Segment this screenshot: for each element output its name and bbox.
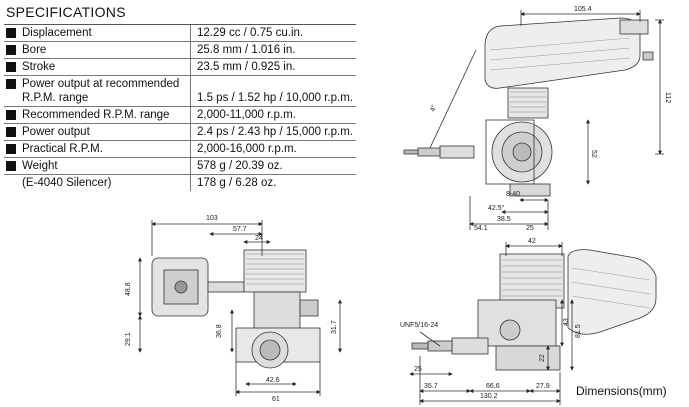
spec-value: 23.5 mm / 0.925 in.	[197, 61, 296, 73]
dim-8-40: 8-40	[506, 191, 520, 198]
spec-row-power-output: Power output 2.4 ps / 2.43 hp / 15,000 r.…	[4, 124, 356, 141]
dim-112: 112	[664, 92, 671, 103]
spec-label: Recommended R.P.M. range	[22, 109, 170, 121]
dim-43: 43	[563, 318, 570, 326]
dim-35-7: 35.7	[424, 383, 438, 390]
dim-42: 42	[528, 238, 536, 245]
bullet-square-icon	[6, 127, 16, 137]
bullet-square-icon	[6, 45, 16, 55]
dim-48-8: 48.8	[125, 282, 132, 296]
spec-label: (E-4040 Silencer)	[22, 177, 112, 189]
bullet-square-icon	[6, 144, 16, 154]
bullet-square-icon	[6, 28, 16, 38]
spec-value: 2,000-11,000 r.p.m.	[197, 109, 296, 121]
spec-label: Weight	[22, 160, 58, 172]
rear-view-drawing	[138, 220, 342, 396]
dim-42-6: 42.6	[266, 377, 280, 384]
dim-105-4: 105.4	[574, 6, 592, 13]
spec-row-practical-rpm: Practical R.P.M. 2,000-16,000 r.p.m.	[4, 141, 356, 158]
spec-value: 12.29 cc / 0.75 cu.in.	[197, 27, 304, 39]
dim-38-5: 38.5	[497, 216, 511, 223]
spec-label: Displacement	[22, 27, 92, 39]
spec-row-rpm-range: Recommended R.P.M. range 2,000-11,000 r.p…	[4, 107, 356, 124]
dim-36-8: 36.8	[216, 324, 223, 338]
spec-value: 2.4 ps / 2.43 hp / 15,000 r.p.m.	[197, 126, 353, 138]
dim-52: 52	[590, 150, 597, 158]
side-view-drawing	[403, 10, 664, 230]
spec-label: Power output at recommended R.P.M. range	[22, 78, 180, 104]
dim-unf-thread: UNF5/16-24	[400, 322, 438, 329]
spec-row-bore: Bore 25.8 mm / 1.016 in.	[4, 42, 356, 59]
bullet-square-icon	[6, 79, 16, 89]
specs-title: SPECIFICATIONS	[6, 4, 126, 20]
dim-61: 61	[272, 396, 280, 403]
spec-label: Stroke	[22, 61, 56, 73]
dim-24: 24	[255, 235, 263, 242]
dim-4-deg: 4°	[428, 103, 438, 112]
spec-row-displacement: Displacement 12.29 cc / 0.75 cu.in.	[4, 25, 356, 42]
bullet-square-icon	[6, 62, 16, 72]
spec-row-silencer-weight: (E-4040 Silencer) 178 g / 6.28 oz.	[4, 175, 356, 191]
dimensions-caption: Dimensions(mm)	[576, 384, 667, 398]
spec-value: 1.5 ps / 1.52 hp / 10,000 r.p.m.	[197, 92, 353, 104]
dim-42-5: 42.5°	[488, 204, 505, 212]
bullet-square-icon	[6, 110, 16, 120]
dim-22: 22	[539, 354, 546, 362]
dim-57-7: 57.7	[233, 226, 247, 233]
dim-29-1: 29.1	[125, 332, 132, 346]
spec-value: 178 g / 6.28 oz.	[197, 177, 277, 189]
spec-value: 578 g / 20.39 oz.	[197, 160, 283, 172]
spec-label: Power output	[22, 126, 90, 138]
dim-25-a: 25	[526, 225, 534, 232]
bullet-square-icon	[6, 161, 16, 171]
spec-value: 2,000-16,000 r.p.m.	[197, 143, 297, 155]
dim-81-5: 81.5	[575, 324, 582, 338]
dim-66-6: 66.6	[486, 383, 500, 390]
spec-row-stroke: Stroke 23.5 mm / 0.925 in.	[4, 59, 356, 76]
spec-row-weight: Weight 578 g / 20.39 oz.	[4, 158, 356, 175]
dim-103: 103	[206, 215, 218, 222]
dim-27-9: 27.9	[536, 383, 550, 390]
spec-label: Practical R.P.M.	[22, 143, 103, 155]
spec-label: Bore	[22, 44, 47, 56]
dim-54-1: 54.1	[474, 225, 488, 232]
dim-130-2: 130.2	[480, 393, 498, 400]
top-view-drawing	[409, 242, 657, 405]
spec-row-power-recommended: Power output at recommended R.P.M. range…	[4, 76, 356, 107]
spec-value: 25.8 mm / 1.016 in.	[197, 44, 296, 56]
spec-table: Displacement 12.29 cc / 0.75 cu.in. Bore 2…	[4, 24, 356, 191]
dim-31-7: 31.7	[331, 320, 338, 334]
dim-25-b: 25	[414, 366, 422, 373]
